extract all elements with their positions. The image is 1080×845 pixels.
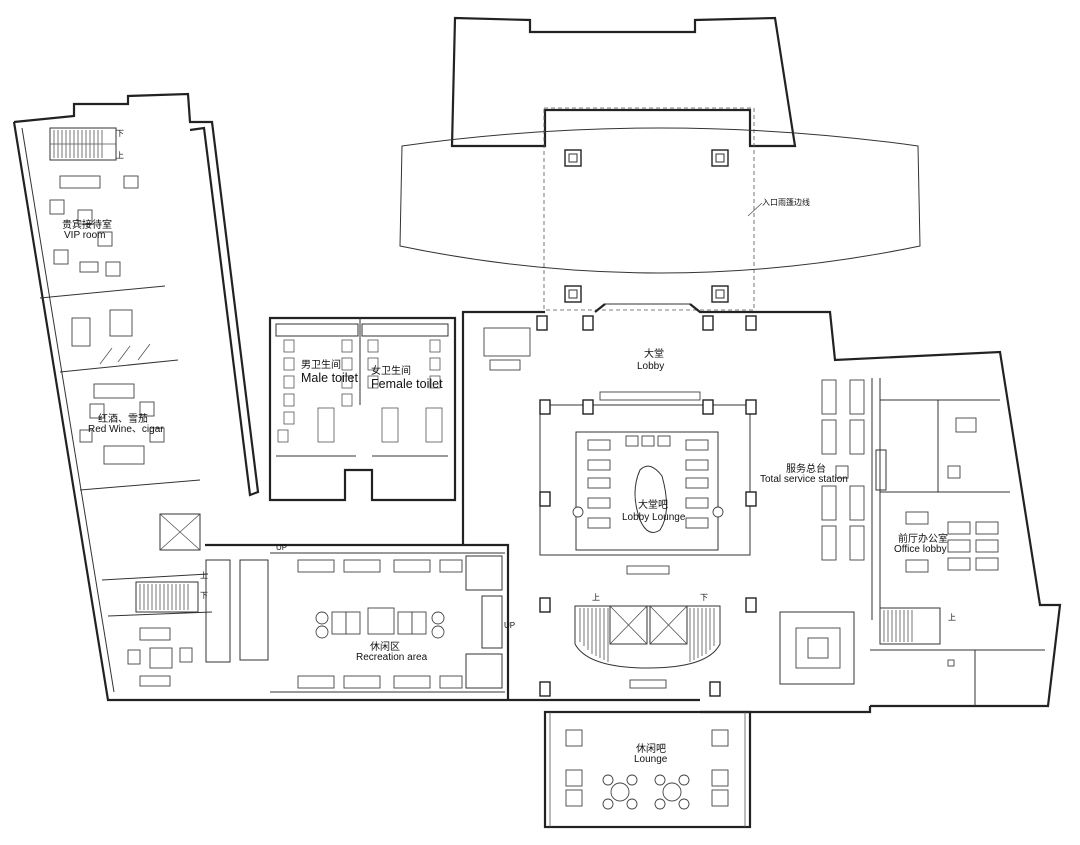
stair-mark-upper-top: 上 bbox=[116, 151, 124, 160]
stair-mark-upper-office: 上 bbox=[948, 613, 956, 622]
entrance-canopy: 入口雨篷边线 bbox=[399, 16, 921, 311]
wine-room-label-en: Red Wine、cigar bbox=[88, 424, 164, 435]
stair-mark-down-lobby: 下 bbox=[700, 593, 708, 602]
toilet-block: 男卫生间 Male toilet 女卫生间 Female toilet bbox=[268, 316, 457, 502]
stair-mark-upper-left: 上 bbox=[200, 571, 208, 580]
female-toilet-label-en: Female toilet bbox=[371, 377, 443, 391]
stair-mark-upper-lobby: 上 bbox=[592, 593, 600, 602]
wine-room-label-cn: 红酒、雪茄 bbox=[98, 412, 148, 425]
service-office: 上 服务总台 Total service station 前厅办公室 Offic… bbox=[760, 378, 1045, 706]
up-mark-recreation-top: UP bbox=[276, 543, 287, 552]
female-toilet-label-cn: 女卫生间 bbox=[371, 364, 411, 377]
recreation-area: UP UP 休闲区 Recreation area bbox=[205, 543, 515, 700]
left-wing: 上 下 下 上 bbox=[12, 92, 600, 702]
stair-mark-down-left: 下 bbox=[200, 591, 208, 600]
male-toilet-label-en: Male toilet bbox=[301, 371, 358, 385]
recreation-label-cn: 休闲区 bbox=[370, 640, 400, 653]
up-mark-recreation-side: UP bbox=[504, 621, 515, 630]
lounge: 休闲吧 Lounge bbox=[543, 710, 752, 829]
lobby-label-en: Lobby bbox=[637, 361, 664, 372]
lobby-lounge-label-cn: 大堂吧 bbox=[638, 498, 668, 511]
lobby-hall: 上 下 大堂 Lobby 大堂吧 Lobby Lounge bbox=[461, 303, 1062, 714]
vip-room-label-cn: 贵宾接待室 bbox=[62, 218, 112, 231]
office-label-cn: 前厅办公室 bbox=[898, 532, 948, 545]
male-toilet-label-cn: 男卫生间 bbox=[301, 358, 341, 371]
lounge-label-cn: 休闲吧 bbox=[636, 742, 666, 755]
service-label-en: Total service station bbox=[760, 474, 848, 485]
vip-room-label-en: VIP room bbox=[64, 230, 106, 241]
service-label-cn: 服务总台 bbox=[786, 462, 826, 475]
lobby-lounge-label-en: Lobby Lounge bbox=[622, 512, 686, 523]
lounge-label-en: Lounge bbox=[634, 754, 668, 765]
stair-mark-down-top: 下 bbox=[116, 129, 124, 138]
canopy-label: 入口雨篷边线 bbox=[762, 197, 810, 207]
lobby-label-cn: 大堂 bbox=[644, 347, 664, 360]
recreation-label-en: Recreation area bbox=[356, 652, 428, 663]
office-label-en: Office lobby bbox=[894, 544, 947, 555]
service-sofa-cluster bbox=[779, 611, 855, 685]
